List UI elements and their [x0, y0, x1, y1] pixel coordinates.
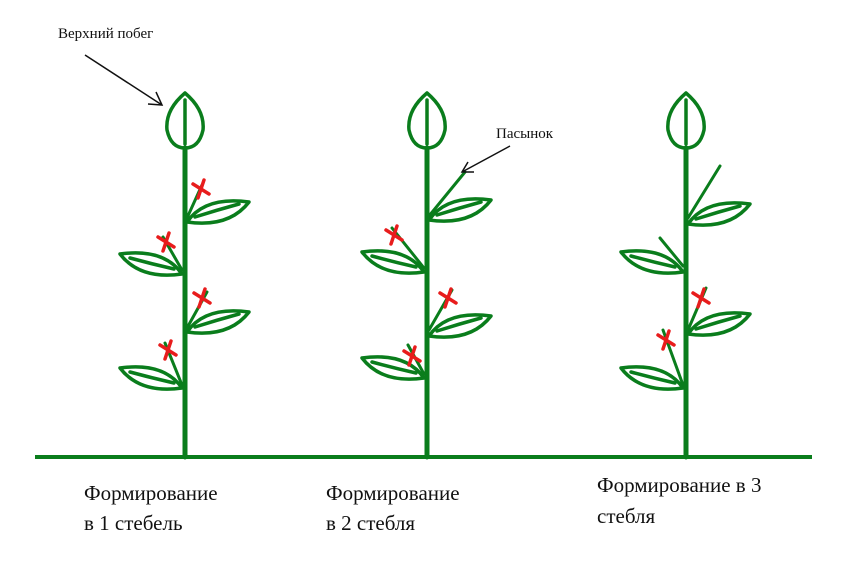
top-shoot-label: Верхний побег: [58, 26, 153, 42]
top-shoot-bud: [165, 91, 205, 150]
plant-two-stems: [360, 91, 493, 460]
caption-1-line-2: в 1 стебель: [84, 511, 183, 535]
removed-shoot-mark: [158, 339, 178, 361]
side-shoot-label: Пасынок: [496, 126, 554, 142]
caption-3-line-2: стебля: [597, 504, 655, 528]
removed-shoot-mark: [191, 178, 211, 200]
leaf: [118, 365, 184, 391]
removed-shoot-mark: [156, 231, 176, 253]
plant-three-stems: [619, 91, 752, 460]
plant-one-stem: [118, 91, 251, 460]
top-shoot-arrow: [84, 54, 164, 106]
leaf: [185, 199, 251, 225]
caption-2-line-1: Формирование: [326, 481, 460, 505]
caption-3-line-1: Формирование в 3: [597, 473, 761, 497]
caption-1-line-1: Формирование: [84, 481, 218, 505]
caption-2-line-2: в 2 стебля: [326, 511, 415, 535]
side-shoot-arrow: [460, 145, 511, 173]
